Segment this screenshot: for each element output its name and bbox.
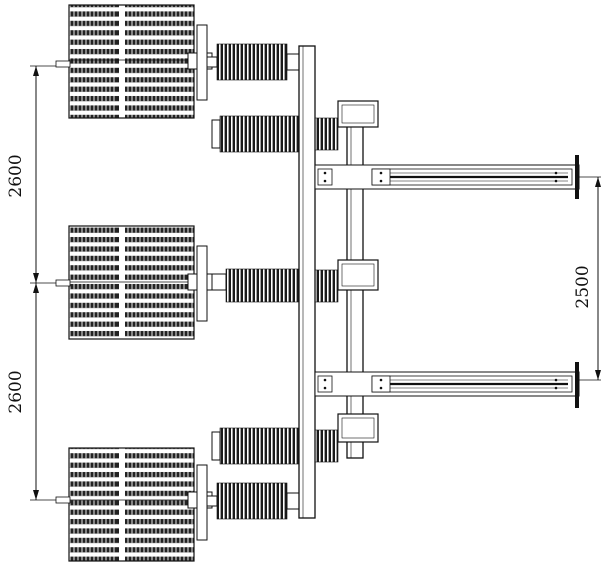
- support-arm-upper: [314, 155, 580, 199]
- left-dimension: [30, 65, 70, 501]
- junction-box-middle: [337, 259, 379, 291]
- bushing-large-upper: [211, 115, 339, 153]
- radiator-middle: [55, 225, 213, 340]
- bushing-large-lower: [211, 427, 339, 465]
- junction-box-bottom: [337, 413, 379, 443]
- radiator-bottom: [55, 447, 213, 562]
- bushing-small-top: [206, 43, 302, 81]
- dimension-label-right: 2500: [573, 265, 593, 308]
- dimension-label-lower: 2600: [6, 370, 26, 413]
- bushing-small-bottom: [206, 482, 302, 520]
- radiator-top: [55, 4, 213, 119]
- junction-box-top: [337, 100, 379, 128]
- vertical-beam-left: [298, 45, 316, 519]
- dimension-label-upper: 2600: [6, 154, 26, 197]
- bushing-large-middle: [211, 268, 339, 303]
- support-arm-lower: [314, 362, 580, 408]
- right-dimension: [578, 176, 601, 381]
